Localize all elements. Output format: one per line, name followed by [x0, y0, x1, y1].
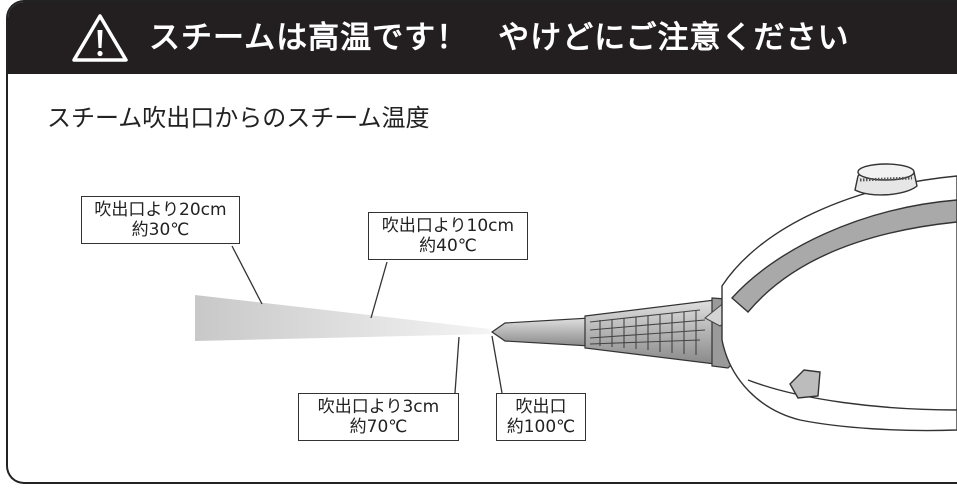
callout-distance: 吹出口より3cm [317, 397, 440, 417]
warning-banner: スチームは高温です！ やけどにご注意ください [8, 2, 957, 74]
callout-outlet: 吹出口 約100℃ [496, 393, 586, 441]
callout-20cm: 吹出口より20cm 約30℃ [81, 196, 240, 244]
warning-banner-text: スチームは高温です！ やけどにご注意ください [149, 18, 849, 58]
callout-temperature: 約40℃ [419, 236, 477, 256]
callout-temperature: 約70℃ [349, 417, 408, 437]
callout-temperature: 約100℃ [506, 417, 576, 437]
callout-10cm: 吹出口より10cm 約40℃ [368, 212, 528, 260]
warning-triangle-icon [72, 14, 128, 62]
steam-nozzle [490, 297, 757, 369]
leader-lines [231, 245, 503, 394]
callout-distance: 吹出口より20cm [94, 200, 227, 220]
callout-distance: 吹出口より10cm [381, 216, 515, 236]
steam-cone [195, 295, 490, 341]
warning-text-hot: スチームは高温です！ [149, 20, 469, 56]
callout-distance: 吹出口 [515, 397, 567, 417]
callout-temperature: 約30℃ [131, 220, 190, 240]
steamer-body [721, 163, 957, 432]
warning-text-caution: やけどにご注意ください [498, 20, 850, 56]
section-title: スチーム吹出口からのスチーム温度 [47, 104, 430, 132]
callout-3cm: 吹出口より3cm 約70℃ [298, 393, 459, 441]
